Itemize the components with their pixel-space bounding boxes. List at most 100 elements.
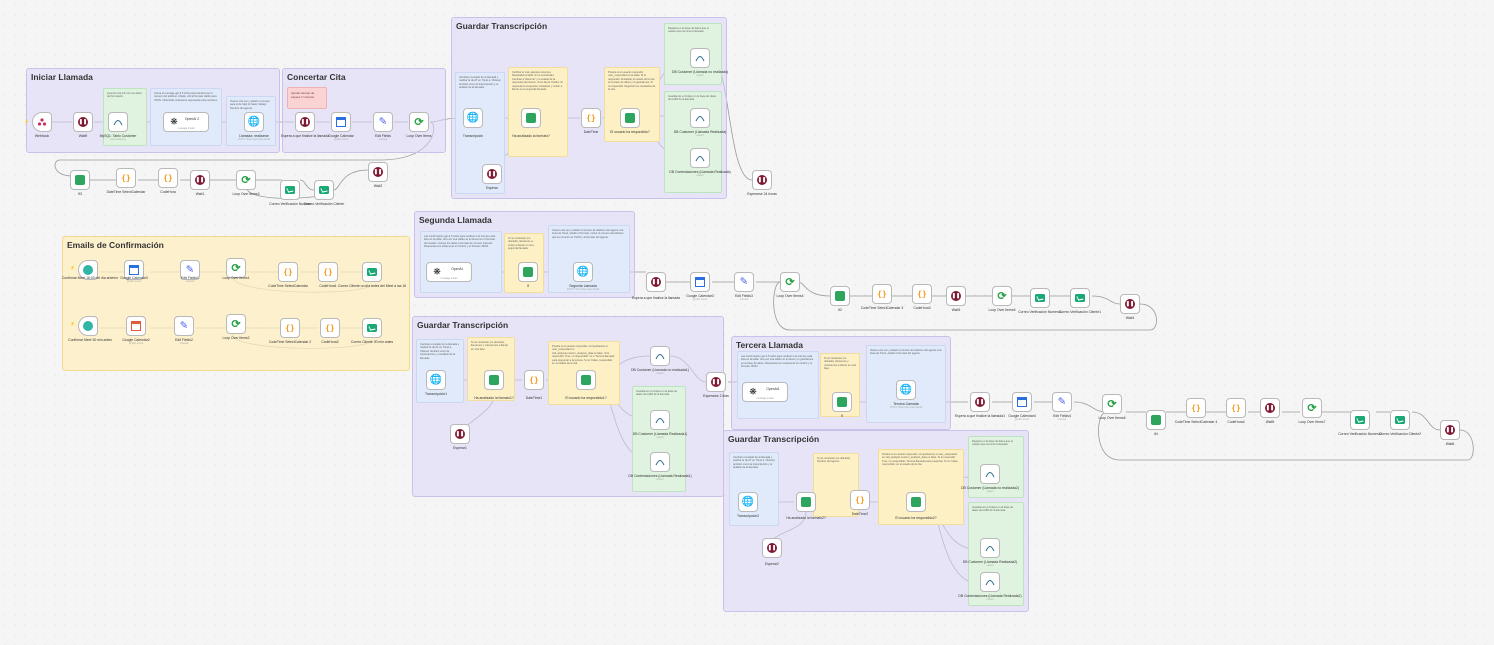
if-node[interactable] [518, 262, 538, 282]
loop-node[interactable]: ⟳ [780, 272, 800, 292]
loop-node[interactable]: ⟳ [409, 112, 429, 132]
if-node[interactable] [576, 370, 596, 390]
sticky-note[interactable]: Cambiar el estado de la llamada y realiz… [729, 452, 779, 526]
code-node[interactable]: {} [1186, 398, 1206, 418]
wait-node[interactable]: ❚❚ [1120, 294, 1140, 314]
db-node[interactable] [980, 538, 1000, 558]
db-node[interactable] [690, 148, 710, 168]
wait-node[interactable]: ❚❚ [706, 372, 726, 392]
if-node[interactable] [484, 370, 504, 390]
db-node[interactable] [650, 346, 670, 366]
edit-fields-node[interactable]: ✎ [734, 272, 754, 292]
sticky-note[interactable]: Si no contestan (no ubicado), llamamos y… [467, 337, 515, 401]
wait-node[interactable]: ❚❚ [762, 538, 782, 558]
schedule-trigger-node[interactable] [78, 316, 98, 336]
sticky-note[interactable]: Registra en la base de datos que el usua… [664, 23, 722, 85]
code-node[interactable]: {} [872, 284, 892, 304]
edit-fields-node[interactable]: ✎ [1052, 392, 1072, 412]
email-node[interactable] [362, 262, 382, 282]
code-node[interactable]: {} [320, 318, 340, 338]
db-node[interactable] [650, 410, 670, 430]
edit-fields-node[interactable]: ✎ [373, 112, 393, 132]
google-calendar-node[interactable] [331, 112, 351, 132]
google-calendar-node[interactable] [124, 260, 144, 280]
wait-node[interactable]: ❚❚ [482, 164, 502, 184]
email-node[interactable] [1030, 288, 1050, 308]
http-request-node[interactable]: 🌐 [463, 108, 483, 128]
wait-node[interactable]: ❚❚ [295, 112, 315, 132]
email-node[interactable] [362, 318, 382, 338]
edit-fields-node[interactable]: ✎ [180, 260, 200, 280]
email-node[interactable] [280, 180, 300, 200]
http-request-node[interactable]: 🌐 [738, 492, 758, 512]
code-node[interactable]: {} [912, 284, 932, 304]
sticky-note[interactable]: Verificar el mal, ejecutar entonces Resu… [508, 67, 568, 157]
if-node[interactable] [796, 492, 816, 512]
code-node[interactable]: {} [280, 318, 300, 338]
if-node[interactable] [521, 108, 541, 128]
if-node[interactable] [1146, 410, 1166, 430]
db-node[interactable] [690, 48, 710, 68]
wait-node[interactable]: ❚❚ [752, 170, 772, 190]
email-node[interactable] [1350, 410, 1370, 430]
loop-node[interactable]: ⟳ [1302, 398, 1322, 418]
email-node[interactable] [1070, 288, 1090, 308]
wait-node[interactable]: ❚❚ [73, 112, 93, 132]
code-node[interactable]: {} [158, 168, 178, 188]
db-node[interactable] [650, 452, 670, 472]
http-request-node[interactable]: 🌐 [573, 262, 593, 282]
code-node[interactable]: {} [278, 262, 298, 282]
db-node[interactable] [690, 108, 710, 128]
wait-node[interactable]: ❚❚ [450, 424, 470, 444]
loop-node[interactable]: ⟳ [236, 170, 256, 190]
sticky-note[interactable]: Si no contestan (no ubicado), llamamos y… [820, 353, 860, 417]
webhook-node[interactable] [32, 112, 52, 132]
group-emails-confirmacion[interactable]: Emails de Confirmación [62, 236, 410, 371]
wait-node[interactable]: ❚❚ [946, 286, 966, 306]
edit-fields-node[interactable]: ✎ [174, 316, 194, 336]
code-node[interactable]: {} [581, 108, 601, 128]
loop-node[interactable]: ⟳ [226, 258, 246, 278]
loop-node[interactable]: ⟳ [992, 286, 1012, 306]
wait-node[interactable]: ❚❚ [1440, 420, 1460, 440]
code-node[interactable]: {} [1226, 398, 1246, 418]
if-node[interactable] [830, 286, 850, 306]
code-node[interactable]: {} [116, 168, 136, 188]
wait-node[interactable]: ❚❚ [190, 170, 210, 190]
code-node[interactable]: {} [318, 262, 338, 282]
sticky-note[interactable]: Guardamos el Output en la base de datos … [632, 386, 686, 492]
sticky-note[interactable]: Prueba si el usuario respondió, comproba… [878, 449, 964, 525]
http-request-node[interactable]: 🌐 [896, 380, 916, 400]
code-node[interactable]: {} [524, 370, 544, 390]
http-request-node[interactable]: 🌐 [426, 370, 446, 390]
sticky-note[interactable]: Ajustar tiempo de espera 7 minutos [287, 87, 327, 109]
email-node[interactable] [314, 180, 334, 200]
group-concertar-cita[interactable]: Concertar Cita [282, 68, 446, 153]
sticky-note[interactable]: Prueba si el usuario respondió user_resp… [604, 67, 660, 142]
loop-node[interactable]: ⟳ [226, 314, 246, 334]
if-node[interactable] [832, 392, 852, 412]
google-calendar-node[interactable] [126, 316, 146, 336]
schedule-trigger-node[interactable] [78, 260, 98, 280]
db-node[interactable] [980, 572, 1000, 592]
if-node[interactable] [70, 170, 90, 190]
if-node[interactable] [620, 108, 640, 128]
email-node[interactable] [1390, 410, 1410, 430]
loop-node[interactable]: ⟳ [1102, 394, 1122, 414]
if-node[interactable] [906, 492, 926, 512]
mysql-node[interactable] [108, 112, 128, 132]
db-node[interactable] [980, 464, 1000, 484]
wait-node[interactable]: ❚❚ [646, 272, 666, 292]
google-calendar-node[interactable] [1012, 392, 1032, 412]
sticky-note[interactable]: Vuelve otra vez y añadir el número de te… [548, 225, 630, 293]
code-node[interactable]: {} [850, 490, 870, 510]
google-calendar-node[interactable] [690, 272, 710, 292]
wait-node[interactable]: ❚❚ [1260, 398, 1280, 418]
http-request-node[interactable]: 🌐 [244, 112, 264, 132]
wait-node[interactable]: ❚❚ [368, 162, 388, 182]
wait-node[interactable]: ❚❚ [970, 392, 990, 412]
